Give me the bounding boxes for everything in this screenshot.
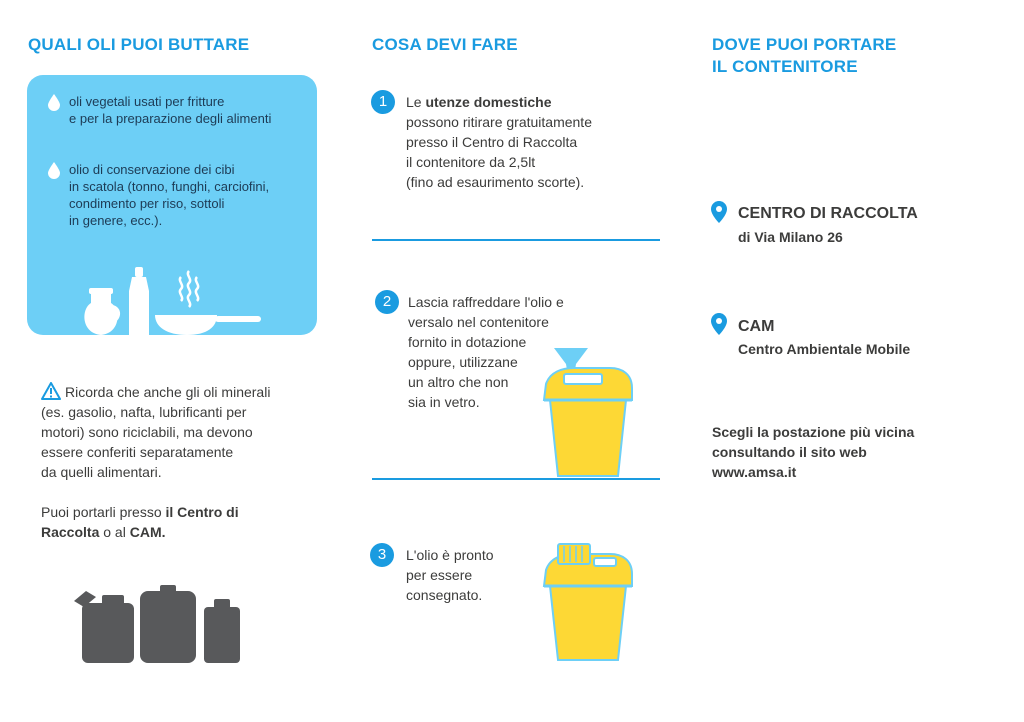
- kitchen-oils-illustration: [84, 267, 261, 335]
- step-2-line: sia in vetro.: [408, 394, 480, 410]
- drop-icon: [48, 94, 60, 111]
- oil-item-vegetable: oli vegetali usati per fritture e per la…: [47, 93, 271, 127]
- oils-panel: oli vegetali usati per fritture e per la…: [27, 75, 317, 335]
- step-2-line: un altro che non: [408, 374, 509, 390]
- warning-cta-line2: Raccolta o al CAM.: [41, 522, 321, 542]
- location-pin-icon: [711, 201, 727, 223]
- place-cam-title: CAM: [738, 318, 775, 335]
- oil-item-line: in genere, ecc.).: [69, 213, 163, 228]
- step-1-number: 1: [371, 90, 395, 114]
- step-1-bold: utenze domestiche: [425, 94, 552, 110]
- place-cam-sub: Centro Ambientale Mobile: [738, 341, 911, 357]
- step-2-line: fornito in dotazione: [408, 334, 527, 350]
- closing-website-link[interactable]: www.amsa.it: [712, 464, 797, 480]
- step-2-line: Lascia raffreddare l'olio e: [408, 294, 564, 310]
- cta-raccolta: Raccolta: [41, 524, 100, 540]
- step-3-number: 3: [370, 543, 394, 567]
- cta-centro: il Centro di: [165, 504, 239, 520]
- warning-line: Ricorda che anche gli oli minerali: [65, 384, 271, 400]
- step-3-line: consegnato.: [406, 587, 483, 603]
- step-1-text: Le utenze domestiche possono ritirare gr…: [406, 92, 592, 192]
- step-1-line: possono ritirare gratuitamente: [406, 114, 592, 130]
- mineral-oils-warning: Ricorda che anche gli oli minerali (es. …: [41, 382, 321, 542]
- oil-item-line: olio di conservazione dei cibi: [69, 162, 235, 177]
- warning-line: motori) sono riciclabili, ma devono: [41, 424, 253, 440]
- step-1-line: il contenitore da 2,5lt: [406, 154, 536, 170]
- place-centro-sub: di Via Milano 26: [738, 229, 843, 245]
- warning-text: Ricorda che anche gli oli minerali (es. …: [41, 382, 321, 482]
- step-1-line: (fino ad esaurimento scorte).: [406, 174, 585, 190]
- step-divider: [372, 478, 660, 480]
- cta-pre: Puoi portarli presso: [41, 504, 166, 520]
- step-3-line: per essere: [406, 567, 473, 583]
- closing-line: Scegli la postazione più vicina: [712, 424, 915, 440]
- warning-line: essere conferiti separatamente: [41, 444, 234, 460]
- heading-which-oils: QUALI OLI PUOI BUTTARE: [28, 35, 250, 54]
- closing-line: consultando il sito web: [712, 444, 867, 460]
- oil-item-line: condimento per riso, sottoli: [69, 196, 225, 211]
- oil-item-line: oli vegetali usati per fritture: [69, 94, 225, 109]
- location-pin-icon: [711, 313, 727, 335]
- heading-what-to-do: COSA DEVI FARE: [372, 35, 518, 54]
- cta-cam: CAM.: [129, 524, 166, 540]
- step-2-line: oppure, utilizzane: [408, 354, 518, 370]
- warning-cta: Puoi portarli presso il Centro di Raccol…: [41, 502, 321, 542]
- oil-item-line: in scatola (tonno, funghi, carciofini,: [69, 179, 270, 194]
- heading-where-to-bring: DOVE PUOI PORTARE IL CONTENITORE: [712, 34, 896, 78]
- warning-line: da quelli alimentari.: [41, 464, 162, 480]
- step-2-number: 2: [375, 290, 399, 314]
- step-divider: [372, 239, 660, 241]
- heading-where-line2: IL CONTENITORE: [712, 57, 858, 76]
- place-centro-title: CENTRO DI RACCOLTA: [738, 205, 918, 222]
- heading-where-line1: DOVE PUOI PORTARE: [712, 35, 897, 54]
- step-1-line: Le utenze domestiche: [406, 92, 592, 112]
- warning-icon: [41, 382, 61, 400]
- step-2-line: versalo nel contenitore: [408, 314, 549, 330]
- step-2-text: Lascia raffreddare l'olio e versalo nel …: [408, 292, 564, 412]
- drop-icon: [48, 162, 60, 179]
- step-1-pre: Le: [406, 94, 426, 110]
- step-3-line: L'olio è pronto: [406, 547, 494, 563]
- warning-cta-line1: Puoi portarli presso il Centro di: [41, 502, 321, 522]
- cta-mid: o al: [99, 524, 130, 540]
- step-3-text: L'olio è pronto per essere consegnato.: [406, 545, 494, 605]
- oil-item-preserving: olio di conservazione dei cibi in scatol…: [47, 161, 269, 229]
- closing-text: Scegli la postazione più vicina consulta…: [712, 422, 914, 482]
- step-1-line: presso il Centro di Raccolta: [406, 134, 578, 150]
- warning-line: (es. gasolio, nafta, lubrificanti per: [41, 404, 247, 420]
- oil-item-line: e per la preparazione degli alimenti: [69, 111, 272, 126]
- mineral-oil-canisters-illustration: [74, 585, 240, 663]
- closed-bin-illustration: [542, 543, 633, 661]
- bin-with-funnel-illustration: [542, 348, 633, 477]
